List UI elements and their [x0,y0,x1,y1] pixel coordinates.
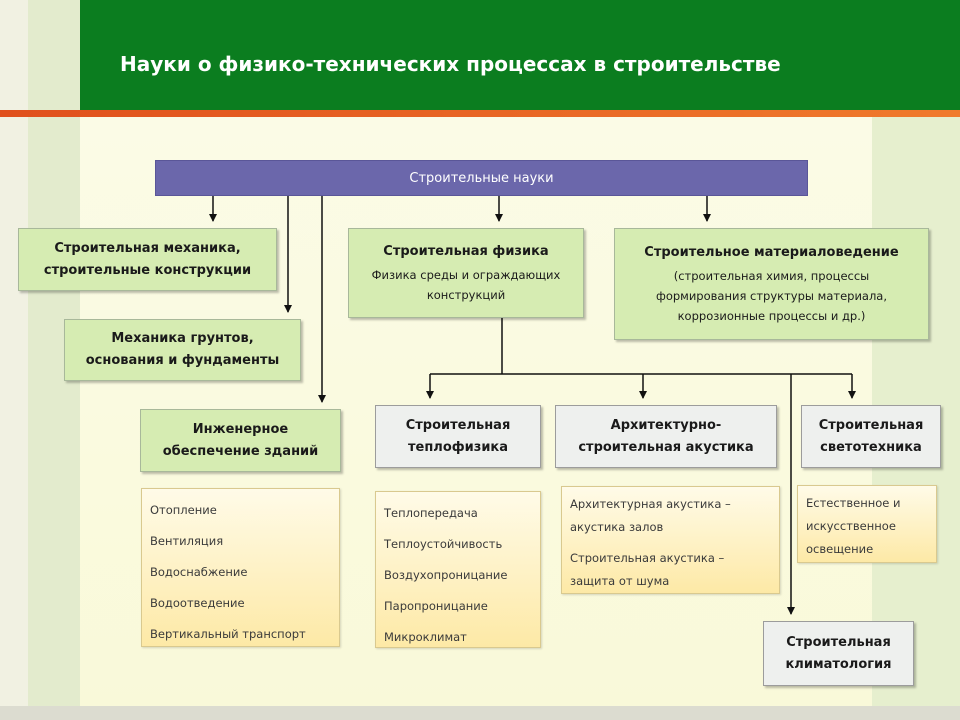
node-lighting-line1: Строительная [818,417,924,433]
list-item: Строительная акустика – [570,551,725,565]
node-thermal-physics-line2: теплофизика [407,439,509,455]
list-item: Микроклимат [384,630,467,644]
list-spacer [570,539,771,547]
node-climatology-line2: климатология [785,656,892,672]
list-acoustics: Архитектурная акустика – акустика залов … [561,486,780,594]
node-structural-mechanics-line1: Строительная механика, [54,240,241,256]
node-materials-science-sub1: (строительная химия, процессы [673,269,870,283]
root-node-building-sciences: Строительные науки [155,160,808,196]
node-structural-mechanics-line2: строительные конструкции [43,262,252,278]
node-climatology: Строительная климатология [763,621,914,686]
node-building-physics-title: Строительная физика [383,244,549,259]
list-item: Архитектурная акустика – [570,497,731,511]
node-climatology-line1: Строительная [786,634,891,650]
node-building-services-line2: обеспечение зданий [162,443,319,459]
node-building-physics-sub1: Физика среды и ограждающих [371,268,561,282]
node-materials-science-subtitle: (строительная химия, процессы формирован… [656,266,887,326]
list-item: Естественное и [806,496,901,510]
node-structural-mechanics: Строительная механика, строительные конс… [18,228,277,291]
node-materials-science-sub3: коррозионные процессы и др.) [677,309,866,323]
list-item: Водоотведение [150,596,245,610]
node-lighting: Строительная светотехника [801,405,941,468]
list-thermal-physics: Теплопередача Теплоустойчивость Воздухоп… [375,491,541,648]
node-acoustics: Архитектурно- строительная акустика [555,405,777,468]
node-lighting-line2: светотехника [820,439,922,455]
list-item: Водоснабжение [150,565,248,579]
node-building-physics: Строительная физика Физика среды и ограж… [348,228,584,318]
list-item: Вентиляция [150,534,224,548]
list-item: освещение [806,542,874,556]
background-bottom-band [0,706,960,720]
node-thermal-physics-line1: Строительная [405,417,511,433]
list-item: Вертикальный транспорт [150,627,306,641]
list-item: искусственное [806,519,896,533]
list-item: Отопление [150,503,217,517]
node-building-services: Инженерное обеспечение зданий [140,409,341,472]
node-soil-mechanics-line2: основания и фундаменты [85,353,280,368]
list-item: Теплопередача [384,506,478,520]
list-item: Паропроницание [384,599,488,613]
slide-title: Науки о физико-технических процессах в с… [120,52,781,76]
list-item: Воздухопроницание [384,568,508,582]
list-building-services: Отопление Вентиляция Водоснабжение Водоо… [141,488,340,647]
node-materials-science: Строительное материаловедение (строитель… [614,228,929,340]
node-thermal-physics: Строительная теплофизика [375,405,541,468]
node-materials-science-title: Строительное материаловедение [644,245,899,260]
node-building-services-line1: Инженерное [192,421,289,437]
list-item: Теплоустойчивость [384,537,503,551]
list-lighting: Естественное и искусственное освещение [797,485,937,563]
list-item: акустика залов [570,520,664,534]
node-materials-science-sub2: формирования структуры материала, [655,289,888,303]
node-acoustics-line2: строительная акустика [578,439,754,455]
list-item: защита от шума [570,574,670,588]
node-soil-mechanics-line1: Механика грунтов, [111,331,254,346]
header-divider [0,110,960,117]
node-building-physics-sub2: конструкций [426,288,506,302]
slide-header: Науки о физико-технических процессах в с… [80,0,960,110]
node-building-physics-subtitle: Физика среды и ограждающих конструкций [372,265,561,305]
node-soil-mechanics: Механика грунтов, основания и фундаменты [64,319,301,381]
node-acoustics-line1: Архитектурно- [610,417,722,433]
